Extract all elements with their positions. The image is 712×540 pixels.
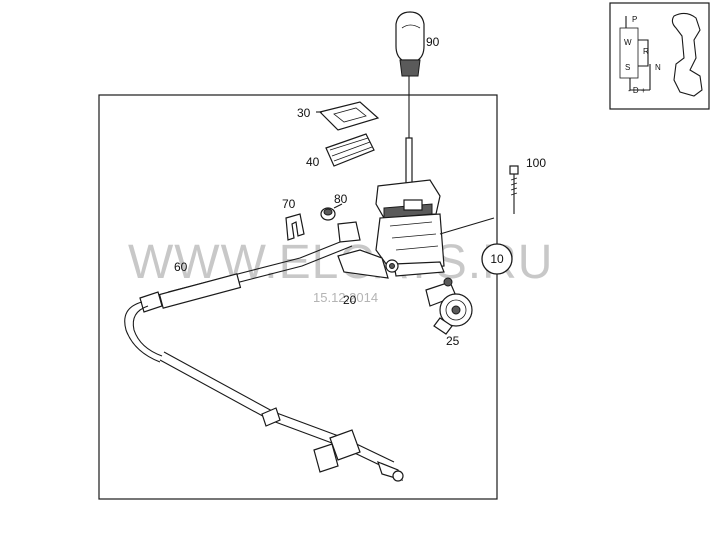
callout-100: 100 (526, 156, 546, 170)
part-70-retaining-clip (285, 213, 305, 241)
callout-10: 10 (490, 252, 504, 266)
part-25-selector-switch (425, 277, 473, 335)
callout-80: 80 (334, 192, 348, 206)
gate-label-d: - D + (628, 86, 646, 95)
callout-90: 90 (426, 35, 440, 49)
gate-label-n: N (655, 63, 661, 72)
watermark-date: 15.12.2014 (313, 290, 378, 305)
part-80-nut (320, 203, 343, 221)
gate-slot-outline (671, 12, 703, 97)
callout-60: 60 (174, 260, 188, 274)
assembly-frame (98, 94, 498, 500)
gate-label-r: R (643, 47, 649, 56)
part-30-cover (316, 101, 380, 131)
part-40-trim-frame (325, 133, 375, 167)
callout-20: 20 (343, 293, 357, 307)
part-10-shifter-housing (337, 137, 495, 279)
gate-label-s: S (625, 63, 630, 72)
callout-25: 25 (446, 334, 460, 348)
callout-30: 30 (297, 106, 311, 120)
shift-gate-inset: P R N W S - D + (609, 2, 710, 110)
callouts: 90 30 40 100 70 80 60 20 25 (174, 35, 546, 348)
callout-10-badge: 10 (481, 243, 513, 275)
part-90-selector-knob (395, 11, 425, 138)
gate-label-p: P (632, 15, 637, 24)
gate-label-w: W (624, 38, 632, 47)
callout-40: 40 (306, 155, 320, 169)
part-100-bolt (509, 165, 519, 214)
callout-70: 70 (282, 197, 296, 211)
part-60-shift-cable (124, 221, 404, 482)
